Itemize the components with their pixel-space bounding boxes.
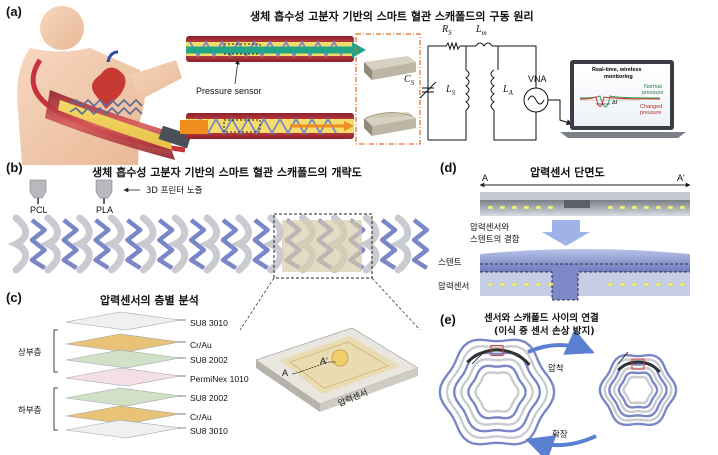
section-a-label: A [282,368,289,378]
panel-b-label: (b) [6,160,23,175]
printer-nozzle-label: 3D 프린터 노즐 [146,186,203,196]
normal-pressure-2: pressure [642,90,664,96]
sensor-label: 압력센서 [438,282,470,292]
panel-c-title: 압력센서의 층별 분석 [100,294,199,307]
nozzle-pcl [29,179,47,204]
ls-label: LS [446,84,456,97]
layer-label-7: SU8 3010 [190,426,228,436]
heart [92,50,126,109]
sensor-normal [364,56,416,80]
la-label: LA [503,84,513,97]
stent-schematic [7,214,430,274]
expand-label: 확장 [552,430,568,440]
nozzle-pla [95,179,113,204]
laptop [560,60,686,138]
layer-label-1: SU8 3010 [190,318,228,328]
cross-section-bottom [480,249,690,301]
crimp-arrow [527,329,595,355]
group-brackets [53,329,58,431]
panel-a-label: (a) [6,4,22,19]
expand-arrow [525,434,597,455]
panel-e-label: (e) [440,312,456,327]
delta-f-label: Δf [612,100,618,106]
cs-label: CS [404,74,415,87]
panel-a-title: 생체 흡수성 고분자 기반의 스마트 혈관 스캐폴드의 구동 원리 [250,10,534,23]
combine-arrow [542,220,590,246]
pla-label: PLA [96,205,114,215]
cross-section-top [480,192,690,216]
crimp-label: 압착 [548,364,564,374]
layer-stack [65,311,186,439]
stent-label: 스텐트 [438,258,462,268]
layer-label-5: SU8 2002 [190,393,228,403]
section-right-label: A' [677,173,685,183]
panel-c [53,311,419,439]
vessel-bottom [180,113,354,139]
combine-label-2: 스텐트의 결합 [470,235,520,245]
sensor-device [255,327,419,412]
sensor-changed [364,112,416,136]
combine-label-1: 압력센서와 [470,223,510,233]
panel-e [438,329,678,455]
upper-layer-group: 상부층 [18,348,42,358]
normal-pressure-1: Normal [644,84,662,90]
layer-label-3: SU8 2002 [190,355,228,365]
sensor-region-box [273,213,373,279]
section-left-label: A [482,173,489,183]
changed-pressure-2: pressure [640,110,662,116]
panel-a [17,6,686,165]
expanded-scaffold [438,338,556,446]
sensor-state-box [355,33,421,145]
crimped-scaffold [598,353,678,427]
laptop-title-1: Real-time, wireless [592,67,642,73]
panel-d-title: 압력센서 단면도 [530,166,605,179]
changed-pressure-1: Changed [640,104,663,110]
catheter-zoom [45,90,192,160]
panel-d-label: (d) [440,160,457,175]
panel-b [7,179,430,331]
vna-label: VNA [528,74,547,84]
panel-d [479,182,691,301]
layer-label-2: Cr/Au [190,340,212,350]
lc-circuit [419,41,573,141]
pcl-label: PCL [30,205,48,215]
section-a-prime-label: A' [320,356,328,366]
rs-label: RS [442,24,452,37]
panel-c-label: (c) [6,290,22,305]
panel-b-title: 생체 흡수성 고분자 기반의 스마트 혈관 스캐폴드의 개략도 [92,166,362,179]
laptop-title-2: monitoring [604,74,633,80]
panel-e-title-1: 센서와 스캐폴드 사이의 연결 [484,313,599,324]
layer-label-6: Cr/Au [190,412,212,422]
lm-label: Lm [476,24,487,37]
vessel-top [186,36,366,62]
panel-e-title-2: (이식 중 센서 손상 방지) [494,326,595,337]
pressure-sensor-label: Pressure sensor [196,86,262,96]
lower-layer-group: 하부층 [18,406,42,416]
layer-label-4: PermiNex 1010 [190,374,249,384]
